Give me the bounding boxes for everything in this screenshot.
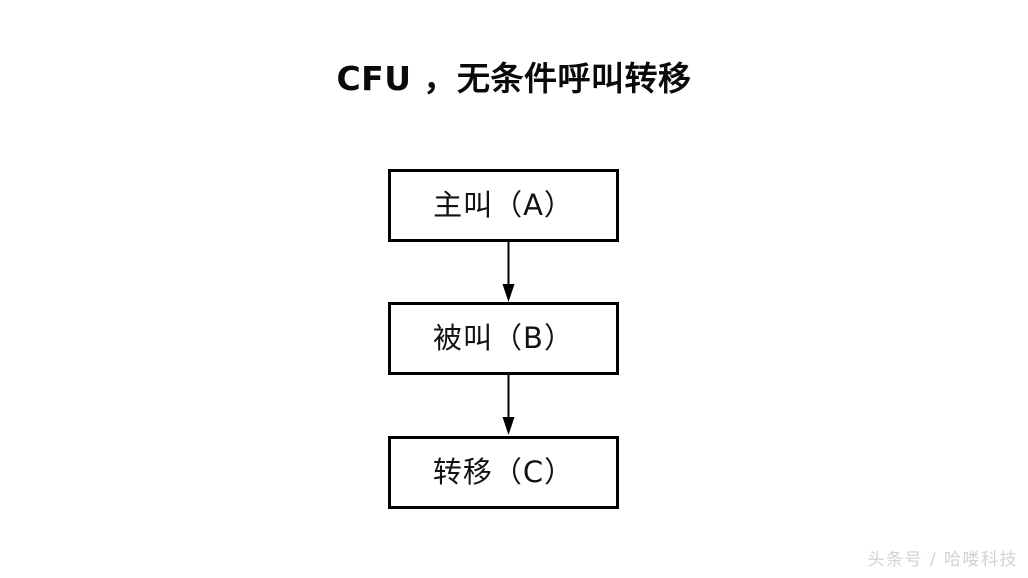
- flow-node-caller-label: 主叫（A）: [433, 188, 574, 222]
- page-title: CFU ，无条件呼叫转移: [336, 59, 692, 98]
- flow-node-callee-label: 被叫（B）: [433, 321, 574, 355]
- flow-node-transfer-label: 转移（C）: [432, 455, 575, 489]
- watermark: 头条号 / 哈喽科技: [867, 550, 1018, 570]
- flow-node-transfer[interactable]: 转移（C）: [388, 436, 619, 509]
- flow-node-caller[interactable]: 主叫（A）: [388, 169, 619, 242]
- arrow-down-icon-caller-to-callee: [502, 242, 515, 302]
- arrow-down-icon-callee-to-transfer: [502, 375, 515, 435]
- flowchart: 主叫（A） 被叫（B） 转移（C）: [388, 169, 619, 509]
- flow-node-callee[interactable]: 被叫（B）: [388, 302, 619, 375]
